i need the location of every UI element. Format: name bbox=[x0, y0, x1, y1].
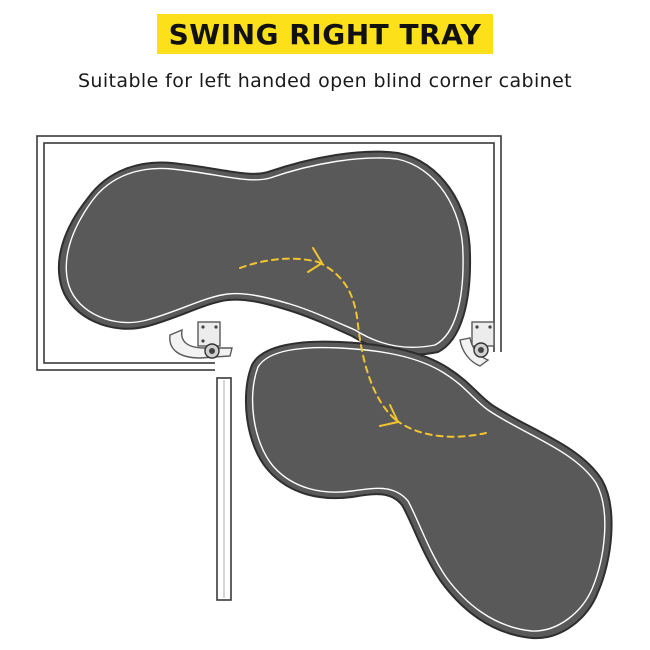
outer-tray-rim bbox=[251, 346, 606, 632]
swing-arm-right bbox=[459, 321, 495, 367]
arrow-heads bbox=[307, 247, 399, 427]
inner-tray bbox=[57, 150, 472, 356]
swing-arm-left bbox=[169, 321, 233, 359]
swing-direction-arrow bbox=[239, 257, 487, 438]
arrow-path-upper bbox=[239, 257, 319, 269]
arrow-path-middle bbox=[317, 261, 397, 421]
title-banner-background bbox=[157, 14, 493, 54]
inner-tray-rim bbox=[65, 157, 464, 348]
outer-tray bbox=[244, 340, 613, 640]
page-title: SWING RIGHT TRAY bbox=[168, 17, 482, 51]
arrow-path-lower bbox=[395, 419, 487, 438]
arrow-head-upper bbox=[307, 247, 323, 273]
arrow-head-lower bbox=[379, 404, 399, 427]
page-subtitle: Suitable for left handed open blind corn… bbox=[77, 70, 573, 92]
